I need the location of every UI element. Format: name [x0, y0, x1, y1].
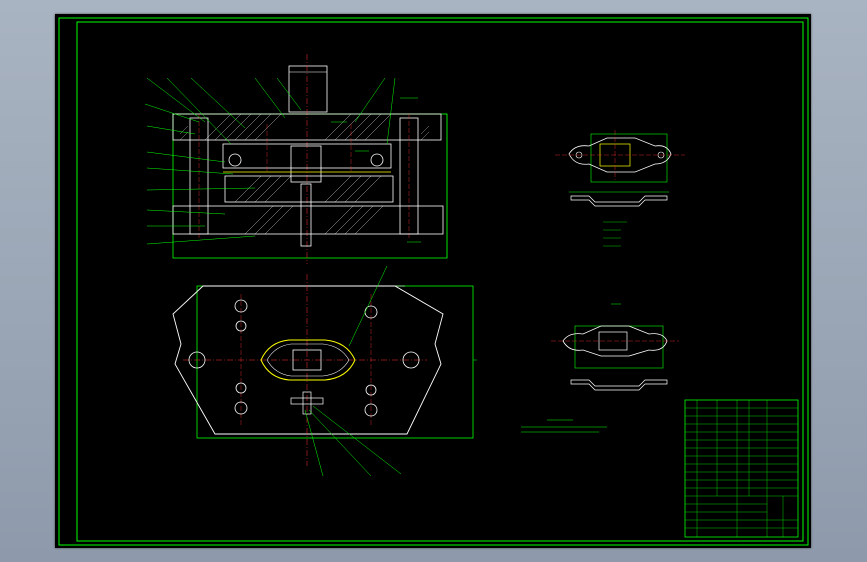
inner-border — [76, 21, 804, 542]
cad-viewport[interactable] — [55, 14, 811, 548]
workpiece-drawing[interactable] — [555, 130, 685, 247]
die-section-view[interactable] — [144, 54, 448, 264]
title-block[interactable] — [684, 399, 799, 538]
blank-layout-drawing[interactable] — [551, 303, 679, 391]
technical-notes — [521, 419, 607, 433]
die-plan-view[interactable] — [172, 265, 477, 477]
outer-border — [58, 17, 809, 546]
drawing-sheet — [58, 17, 809, 546]
